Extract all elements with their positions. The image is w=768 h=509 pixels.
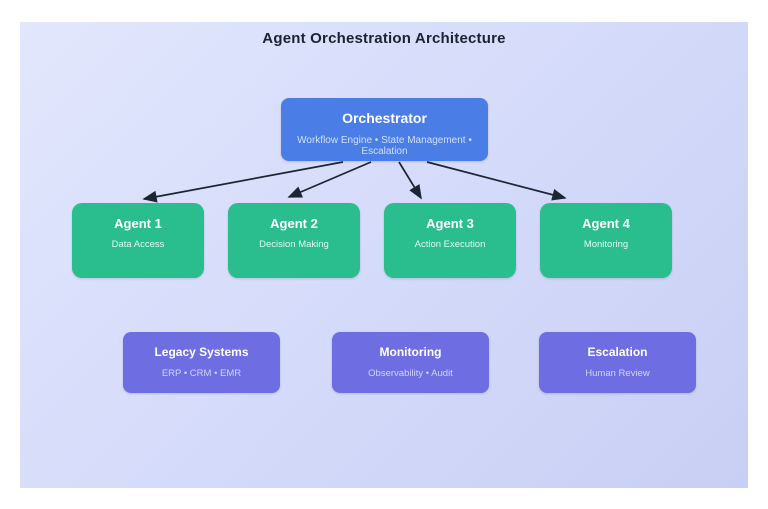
agent-3-node: Agent 3 Action Execution: [384, 203, 516, 278]
agent-4-title: Agent 4: [582, 216, 630, 231]
agent-2-node: Agent 2 Decision Making: [228, 203, 360, 278]
escalation-title: Escalation: [587, 345, 648, 359]
diagram-title: Agent Orchestration Architecture: [262, 30, 506, 47]
orchestrator-node: Orchestrator Workflow Engine • State Man…: [281, 98, 488, 161]
agent-1-subtitle: Data Access: [111, 239, 165, 251]
monitoring-subtitle: Observability • Audit: [368, 368, 453, 379]
escalation-subtitle: Human Review: [585, 368, 650, 379]
legacy-systems-subtitle: ERP • CRM • EMR: [161, 368, 242, 379]
diagram-canvas: Agent Orchestration Architecture Orchest…: [20, 22, 748, 488]
edge-orchestrator-agent-4: [426, 161, 567, 201]
orchestrator-title: Orchestrator: [342, 110, 427, 126]
agent-1-title: Agent 1: [114, 216, 162, 231]
orchestrator-subtitle: Workflow Engine • State Management • Esc…: [297, 134, 472, 157]
edge-orchestrator-agent-1: [142, 161, 344, 203]
agent-2-title: Agent 2: [270, 216, 318, 231]
monitoring-title: Monitoring: [379, 345, 442, 359]
legacy-systems-node: Legacy Systems ERP • CRM • EMR: [123, 332, 280, 393]
agent-4-node: Agent 4 Monitoring: [540, 203, 672, 278]
edge-orchestrator-agent-2: [287, 161, 372, 198]
agent-1-node: Agent 1 Data Access: [72, 203, 204, 278]
agent-3-subtitle: Action Execution: [414, 239, 486, 251]
agent-3-title: Agent 3: [426, 216, 474, 231]
monitoring-node: Monitoring Observability • Audit: [332, 332, 489, 393]
agent-4-subtitle: Monitoring: [583, 239, 629, 251]
legacy-systems-title: Legacy Systems: [154, 345, 249, 359]
agent-2-subtitle: Decision Making: [259, 239, 329, 251]
edge-orchestrator-agent-3: [398, 161, 422, 200]
orchestrator-edges: [142, 161, 567, 203]
escalation-node: Escalation Human Review: [539, 332, 696, 393]
